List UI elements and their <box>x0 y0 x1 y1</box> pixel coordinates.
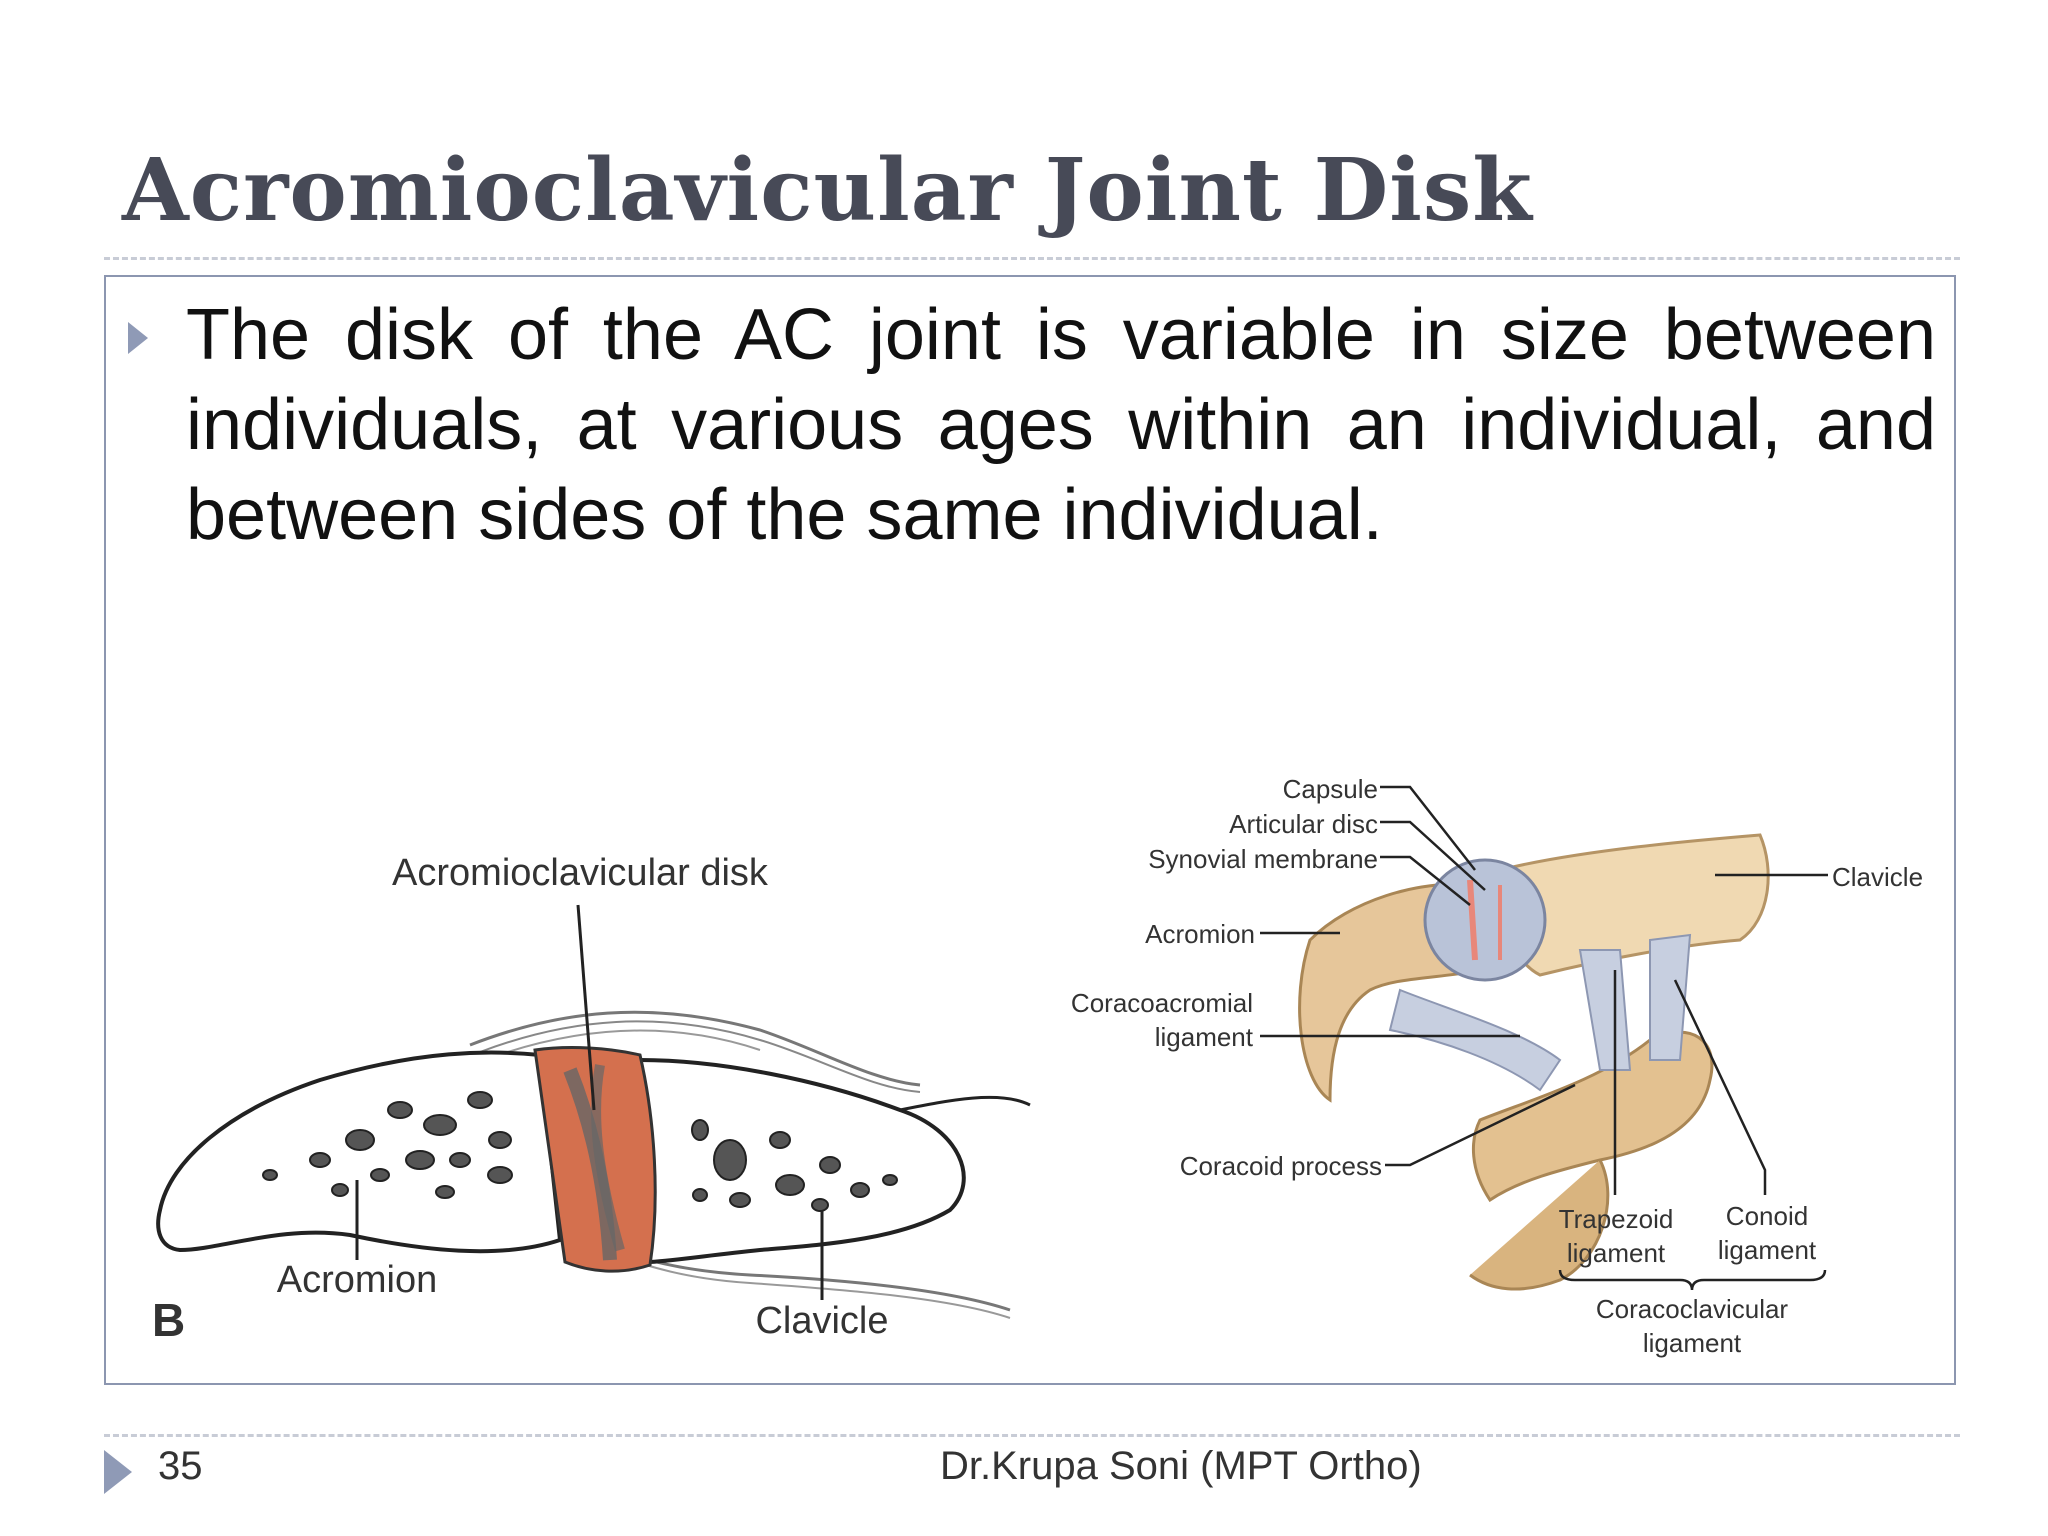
shoulder-joint-illustration: Capsule Articular disc Synovial membrane… <box>1071 774 1923 1358</box>
coracoclavicular-label-line2: ligament <box>1643 1328 1742 1358</box>
trapezoid-label-line1: Trapezoid <box>1559 1204 1674 1234</box>
acromion-label-right: Acromion <box>1145 919 1255 949</box>
conoid-label-line1: Conoid <box>1726 1201 1808 1231</box>
panel-letter: B <box>152 1294 185 1346</box>
coracoid-process-label: Coracoid process <box>1180 1151 1382 1181</box>
ac-disk-cross-section: Acromioclavicular disk Acromion Clavicle… <box>152 852 1031 1346</box>
articular-disc-label: Articular disc <box>1229 809 1378 839</box>
page-number: 35 <box>158 1444 203 1488</box>
coracoclavicular-label-line1: Coracoclavicular <box>1596 1294 1789 1324</box>
clavicle-label-right: Clavicle <box>1832 862 1923 892</box>
coracoacromial-label-line1: Coracoacromial <box>1071 988 1253 1018</box>
slide-title: Acromioclavicular Joint Disk <box>122 140 1533 241</box>
acromioclavicular-disk-label: Acromioclavicular disk <box>392 852 769 894</box>
content-frame <box>104 275 1956 1385</box>
synovial-membrane-label: Synovial membrane <box>1148 844 1378 874</box>
acromion-label-left: Acromion <box>277 1259 438 1301</box>
capsule-label: Capsule <box>1283 774 1378 804</box>
coracoacromial-label-line2: ligament <box>1155 1022 1254 1052</box>
bullet-arrow-icon <box>128 322 148 354</box>
conoid-label-line2: ligament <box>1718 1235 1817 1265</box>
bullet-text: The disk of the AC joint is variable in … <box>186 295 1936 555</box>
footer-author: Dr.Krupa Soni (MPT Ortho) <box>940 1444 1422 1488</box>
footer-arrow-icon <box>104 1450 132 1494</box>
trapezoid-label-line2: ligament <box>1567 1238 1666 1268</box>
clavicle-label-left: Clavicle <box>755 1300 888 1342</box>
footer-divider <box>104 1434 1960 1437</box>
title-divider <box>104 257 1960 260</box>
